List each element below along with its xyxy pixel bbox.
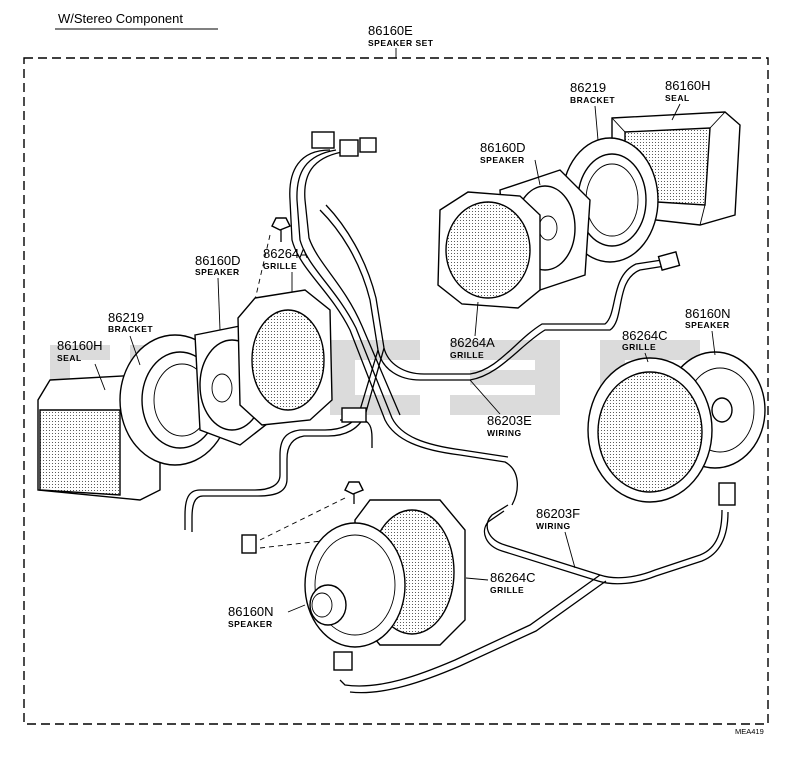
part-name: WIRING xyxy=(536,521,571,531)
grille-left xyxy=(237,289,333,426)
part-name: BRACKET xyxy=(108,324,153,334)
part-name: SPEAKER xyxy=(228,619,273,629)
part-name: GRILLE xyxy=(263,261,297,271)
part-number: 86264C xyxy=(490,570,536,585)
screw-lower-leader xyxy=(259,497,346,541)
connector-right-front xyxy=(718,482,736,506)
screw-lower xyxy=(344,481,364,504)
connector-mid-left xyxy=(341,407,367,423)
label-wiring-e: 86203E WIRING xyxy=(469,379,532,438)
connector-rear-right xyxy=(657,251,681,271)
part-number: 86160N xyxy=(228,604,274,619)
part-name: SEAL xyxy=(665,93,690,103)
label-speaker-right: 86160N SPEAKER xyxy=(685,306,731,356)
connector-front-bottom xyxy=(333,651,353,671)
grille-right xyxy=(587,357,713,503)
part-name: GRILLE xyxy=(622,342,656,352)
label-grille-rear: 86264A GRILLE xyxy=(450,301,495,360)
clip-leader xyxy=(259,539,331,549)
part-number: 86219 xyxy=(108,310,144,325)
part-number: 86160N xyxy=(685,306,731,321)
part-name: SPEAKER xyxy=(685,320,730,330)
label-speaker-front: 86160N SPEAKER xyxy=(228,604,306,629)
connector-plug-top xyxy=(311,131,377,157)
connector-left-clip xyxy=(241,534,257,554)
part-number: 86160H xyxy=(57,338,103,353)
label-seal-left: 86160H SEAL xyxy=(57,338,106,391)
diagram-title: W/Stereo Component xyxy=(58,11,183,26)
screw-upper xyxy=(271,217,291,242)
part-number: 86203E xyxy=(487,413,532,428)
part-name: SPEAKER xyxy=(480,155,525,165)
screw-upper-leader xyxy=(254,234,271,301)
part-name: GRILLE xyxy=(450,350,484,360)
wiring-harness-f xyxy=(339,504,729,694)
part-number: 86160D xyxy=(195,253,241,268)
grille-rear xyxy=(437,191,541,309)
part-name: WIRING xyxy=(487,428,522,438)
assembly-name: SPEAKER SET xyxy=(368,38,434,48)
part-name: BRACKET xyxy=(570,95,615,105)
label-seal-rear: 86160H SEAL xyxy=(665,78,711,121)
assembly-number: 86160E xyxy=(368,23,413,38)
part-name: SEAL xyxy=(57,353,82,363)
part-name: SPEAKER xyxy=(195,267,240,277)
label-grille-right: 86264C GRILLE xyxy=(622,328,668,363)
part-number: 86219 xyxy=(570,80,606,95)
part-number: 86160D xyxy=(480,140,526,155)
label-bracket-left: 86219 BRACKET xyxy=(108,310,153,366)
drawing-code: MEA419 xyxy=(735,727,764,736)
label-wiring-f: 86203F WIRING xyxy=(536,506,580,569)
part-number: 86203F xyxy=(536,506,580,521)
part-name: GRILLE xyxy=(490,585,524,595)
speaker-front xyxy=(304,522,406,648)
speaker-set-frame xyxy=(23,57,769,725)
label-speaker-rear: 86160D SPEAKER xyxy=(480,140,541,186)
part-number: 86264C xyxy=(622,328,668,343)
part-number: 86264A xyxy=(263,246,308,261)
part-number: 86160H xyxy=(665,78,711,93)
label-bracket-rear: 86219 BRACKET xyxy=(570,80,615,141)
part-number: 86264A xyxy=(450,335,495,350)
label-speaker-left: 86160D SPEAKER xyxy=(195,253,241,331)
label-grille-left: 86264A GRILLE xyxy=(263,246,308,292)
label-grille-front: 86264C GRILLE xyxy=(465,570,536,595)
